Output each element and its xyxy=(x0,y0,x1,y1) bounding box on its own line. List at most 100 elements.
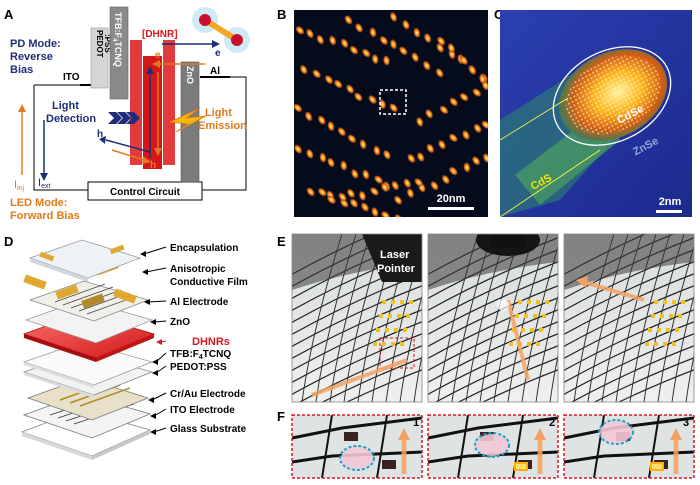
nanorod-dot xyxy=(393,195,403,205)
nanorod-dot xyxy=(423,32,432,44)
nanorod-dot xyxy=(338,192,347,202)
nanorod-dot xyxy=(333,79,343,89)
nanorod-dot xyxy=(327,157,336,168)
i-inj-label: Iinj xyxy=(14,179,25,192)
nanorod-dot xyxy=(448,133,459,143)
zno-label: ZnO xyxy=(185,66,195,84)
nanorod-dot xyxy=(340,38,349,49)
nanorod-dot xyxy=(426,143,435,154)
nanorod-dot xyxy=(326,195,337,205)
nanorod-dot xyxy=(463,162,471,173)
nanorod-dot xyxy=(344,14,353,25)
nanorod-dot xyxy=(368,94,377,105)
led-mode-label-2: Forward Bias xyxy=(10,210,80,222)
pss-label: :PSS xyxy=(103,34,112,53)
layer-label: Anisotropic xyxy=(170,264,226,275)
layer-label: ITO Electrode xyxy=(170,405,235,416)
zoom-frame xyxy=(427,414,559,479)
light-detection-chevrons xyxy=(108,112,140,124)
nanorod-dot xyxy=(373,175,384,185)
nanorod-dot xyxy=(473,123,482,134)
layer-label: PEDOT:PSS xyxy=(170,362,227,373)
light-detection-label-2: Detection xyxy=(46,113,96,125)
tfb-label: TFB:F4TCNQ xyxy=(111,12,123,67)
layer-label: Conductive Film xyxy=(170,277,248,288)
nanorod-dot xyxy=(413,27,421,39)
nanorod-dot xyxy=(461,129,470,141)
nanorod-dot xyxy=(441,174,450,185)
layer-label: Encapsulation xyxy=(170,243,238,254)
nanorod-dot xyxy=(389,103,399,113)
layer-encapsulation xyxy=(28,239,142,282)
nanorod-dot xyxy=(328,35,337,46)
nanorod-dot xyxy=(358,190,367,202)
nanorod-dot xyxy=(478,73,487,85)
nanorod-dot xyxy=(305,28,315,39)
nanorod-dot xyxy=(382,55,391,66)
panel-b: B 20nm xyxy=(277,7,488,217)
photo-frame xyxy=(291,233,423,403)
layer-pointer-line xyxy=(145,267,167,273)
photo-frame xyxy=(427,233,559,403)
nanorod-dot xyxy=(369,186,380,196)
dhnr-block-outer xyxy=(130,40,142,165)
nanorod-dot xyxy=(324,74,334,85)
layer-pointer-arrowhead xyxy=(150,413,156,419)
nanorod-dot xyxy=(416,151,425,163)
control-circuit-box xyxy=(87,181,203,201)
pd-mode-label-3: Bias xyxy=(10,64,33,76)
layer-label: Glass Substrate xyxy=(170,424,247,435)
nanorod-dot xyxy=(402,19,410,30)
lightning-icon xyxy=(168,107,207,133)
layer-pointer-arrowhead xyxy=(142,269,148,275)
electron-arrowhead-pd xyxy=(212,40,220,48)
layer-pointer-line xyxy=(151,392,167,401)
tfb-block xyxy=(109,6,129,100)
nanorod-dot xyxy=(294,144,303,155)
nanorod-dot xyxy=(354,22,364,33)
nanorod-dot xyxy=(294,103,303,113)
panel-a: A Control Circuit ITO PEDOT :PSS TFB:F4T… xyxy=(4,6,250,222)
nanorod-dot xyxy=(327,120,335,132)
ito-label: ITO xyxy=(63,72,80,83)
hole-arrow-pd xyxy=(105,139,151,153)
frame-number-3: 3 xyxy=(683,417,689,429)
nanorod-dot xyxy=(353,92,363,102)
layer-label: Cr/Au Electrode xyxy=(170,389,246,400)
nanorod-dot xyxy=(306,187,316,197)
scale-label-b: 20nm xyxy=(437,193,466,205)
layer-pointer-line xyxy=(147,300,167,303)
nanorod-dot xyxy=(371,53,379,65)
nanorod-dot xyxy=(437,139,447,150)
layer-pointer-arrowhead xyxy=(148,397,154,403)
i-ext-label: Iext xyxy=(38,177,50,190)
nanorod-dot xyxy=(413,177,424,187)
nanorod-dot xyxy=(468,64,477,76)
nanorod-dots-b xyxy=(294,11,488,217)
nanorod-dot xyxy=(373,145,381,157)
nanorod-dot xyxy=(481,120,488,130)
layer-label: DHNRs xyxy=(192,336,230,348)
hole-arrow-led xyxy=(111,149,145,161)
panel-b-letter: B xyxy=(277,7,286,22)
layer-label: TFB:F4TCNQ xyxy=(170,349,231,361)
nanorod-dot xyxy=(306,148,314,160)
nanorod-dot xyxy=(346,188,356,199)
nanorod-dot xyxy=(319,152,327,164)
nanorod-dot xyxy=(380,210,391,217)
electron-label-pd: e xyxy=(215,48,221,59)
nanorod-dot xyxy=(316,34,325,45)
nanorod-illustration xyxy=(192,7,250,53)
i-inj-arrowhead xyxy=(18,104,26,112)
layer-pointer-arrowhead xyxy=(150,429,156,435)
scale-bar-b xyxy=(428,207,474,210)
layer-pointer-line xyxy=(143,246,167,255)
light-emission-label-2: Emission xyxy=(198,120,247,132)
nanorod-dot xyxy=(471,155,481,166)
circuit-wire-left xyxy=(33,85,88,191)
panel-e-letter: E xyxy=(277,234,286,249)
nanorod-dot xyxy=(337,126,347,137)
nanorod-dot xyxy=(436,36,446,46)
